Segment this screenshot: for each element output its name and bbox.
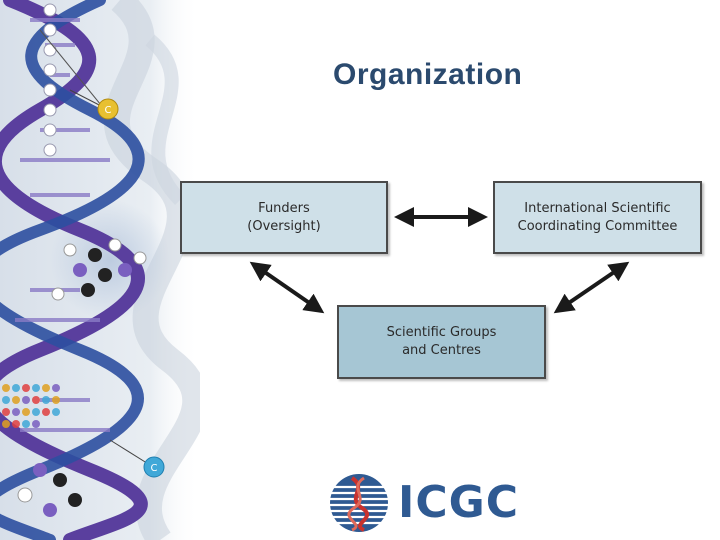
scientific-groups-box: Scientific Groups and Centres: [337, 305, 546, 379]
iscc-box: International Scientific Coordinating Co…: [493, 181, 702, 254]
nucleotide-c-icon: C: [69, 89, 119, 120]
icgc-logo-text: ICGC: [398, 477, 520, 528]
svg-text:C: C: [151, 463, 158, 474]
svg-text:C: C: [105, 105, 112, 116]
arrow-iscc-groups: [553, 261, 630, 314]
dna-helix-image: C C: [0, 0, 200, 540]
page-title: Organization: [333, 58, 523, 91]
icgc-logo-mark: [329, 474, 389, 532]
molecule-icon: [51, 238, 147, 301]
funders-box: Funders (Oversight): [180, 181, 388, 254]
arrow-funders-groups: [249, 261, 325, 314]
